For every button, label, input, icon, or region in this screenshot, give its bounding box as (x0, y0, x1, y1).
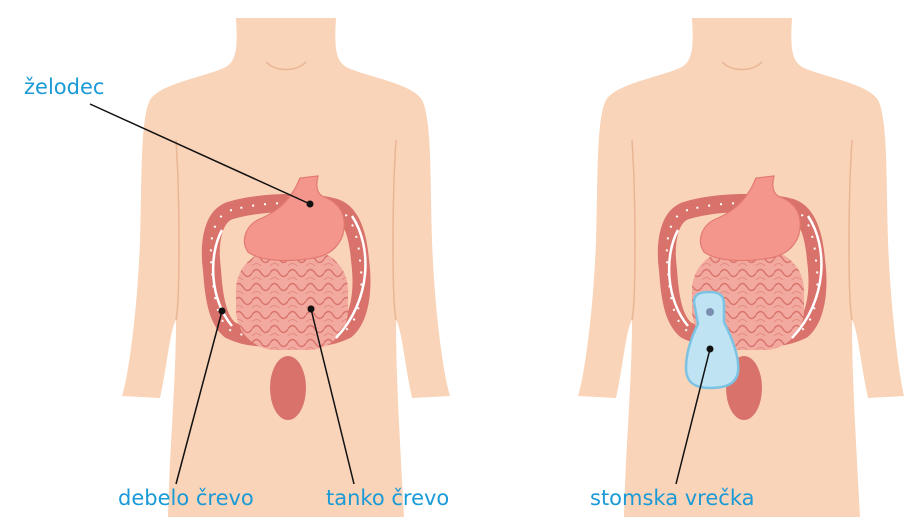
leader-large-intestine-dot (219, 308, 226, 315)
label-stoma-bag: stomska vrečka (590, 488, 754, 509)
leader-small-intestine-dot (308, 306, 315, 313)
label-stomach: želodec (24, 77, 104, 98)
label-small-intestine: tanko črevo (326, 488, 449, 509)
rectum-left (270, 356, 306, 420)
small-intestine-left (236, 250, 348, 350)
leader-stomach-dot (307, 201, 314, 208)
stoma-opening (706, 308, 714, 316)
label-large-intestine: debelo črevo (118, 488, 254, 509)
leader-stoma-bag-dot (707, 346, 714, 353)
